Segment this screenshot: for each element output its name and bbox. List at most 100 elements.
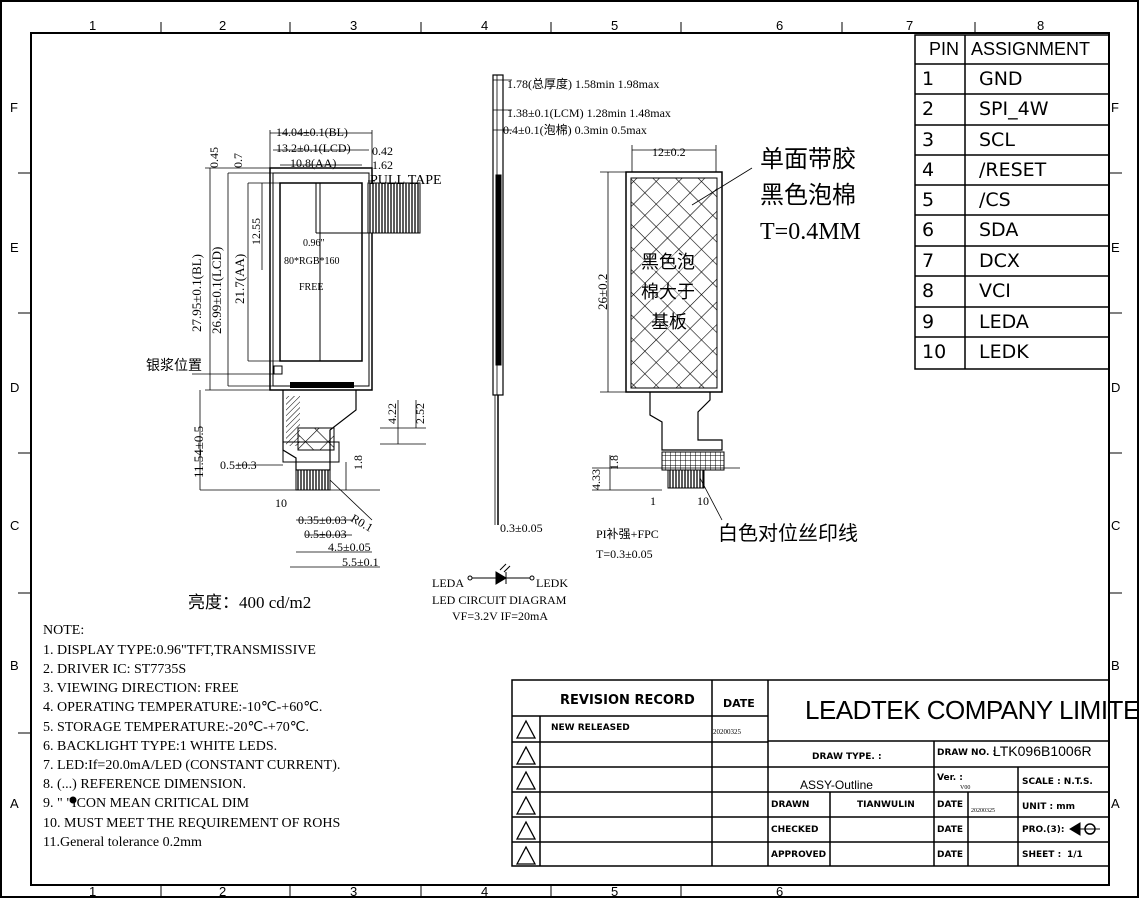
- drawn-date-value: 20200325: [971, 808, 995, 814]
- pro-label: PRO.(3):: [1022, 825, 1065, 835]
- col-label-bottom-1: 1: [89, 884, 97, 899]
- dim-07: 0.7: [231, 153, 245, 168]
- note-item: 4. OPERATING TEMPERATURE:-10℃-+60℃.: [43, 700, 323, 715]
- new-released-label: NEW RELEASED: [551, 723, 630, 733]
- pin-number: 10: [922, 341, 947, 363]
- tape-label-line1: 单面带胶: [760, 147, 856, 173]
- row-label-a: A: [10, 796, 19, 811]
- drawn-date-label: DATE: [937, 800, 964, 810]
- row-label-d: D: [10, 380, 20, 395]
- back-dim-18: 1.8: [607, 455, 621, 470]
- col-label-4: 4: [481, 18, 489, 33]
- pin-number: 1: [922, 68, 935, 90]
- lcm-thickness: 1.38±0.1(LCM) 1.28min 1.48max: [507, 106, 671, 120]
- back-dim-433: 4.33: [589, 469, 603, 490]
- dim-162: 1.62: [372, 158, 393, 172]
- pin-name: LEDA: [979, 311, 1029, 333]
- pin-number: 3: [922, 129, 935, 151]
- pin-number: 8: [922, 280, 935, 302]
- panel-size-label: 0.96": [303, 238, 325, 249]
- projection-symbol: [1069, 822, 1100, 836]
- approved-label: APPROVED: [771, 850, 827, 860]
- sheet-value: 1/1: [1067, 850, 1083, 860]
- led-diode-symbol: [467, 563, 535, 585]
- checked-date-label: DATE: [937, 825, 964, 835]
- col-label-1: 1: [89, 18, 97, 33]
- foam-thickness: 0.4±0.1(泡棉) 0.3min 0.5max: [503, 123, 647, 137]
- draw-type-value: ASSY-Outline: [800, 778, 873, 792]
- dim-lcd-height: 26.99±0.1(LCD): [209, 246, 224, 334]
- date-header: DATE: [723, 697, 755, 710]
- col-label-bottom-4: 4: [481, 884, 489, 899]
- critical-dim-icon: [69, 796, 77, 804]
- row-label-a-right: A: [1111, 796, 1120, 811]
- col-label-8: 8: [1037, 18, 1045, 33]
- back-dim-width: 12±0.2: [652, 145, 686, 159]
- scale-label: SCALE : N.T.S.: [1022, 777, 1093, 787]
- pin-number: 2: [922, 98, 935, 120]
- back-pin1-label: 1: [650, 494, 656, 508]
- checked-label: CHECKED: [771, 825, 819, 835]
- dim-422: 4.22: [385, 403, 399, 424]
- note-item: 8. (...) REFERENCE DIMENSION.: [43, 777, 246, 792]
- note-item: 3. VIEWING DIRECTION: FREE: [43, 681, 239, 696]
- note-item: 2. DRIVER IC: ST7735S: [43, 662, 187, 677]
- note-item: 9. " "ICON MEAN CRITICAL DIM: [43, 796, 250, 811]
- brightness-label: 亮度：400 cd/m2: [188, 593, 312, 612]
- note-item: 11.General tolerance 0.2mm: [43, 835, 202, 850]
- dim-55: 5.5±0.1: [342, 555, 379, 569]
- side-view-geometry: [492, 74, 512, 525]
- pin-name: LEDK: [979, 341, 1029, 363]
- pin-row: 5/CS: [915, 185, 1109, 215]
- stiffener-thickness: T=0.3±0.05: [596, 547, 653, 561]
- row-label-c-right: C: [1111, 518, 1121, 533]
- col-label-bottom-3: 3: [350, 884, 358, 899]
- pin-table-grid: [914, 34, 1110, 370]
- new-released-date: 20200325: [713, 728, 741, 736]
- ledk-label: LEDK: [536, 576, 568, 590]
- revision-triangles: [515, 719, 537, 865]
- dim-035: 0.35±0.03: [298, 513, 347, 527]
- tape-label-line2: 黑色泡棉: [760, 183, 856, 209]
- dim-05-003: 0.5±0.03: [304, 527, 347, 541]
- dim-05-03: 0.5±0.3: [220, 458, 257, 472]
- pin-row: 9 LEDA: [915, 307, 1109, 337]
- back-view-geometry: [592, 145, 753, 521]
- pin-table-header-assignment: ASSIGNMENT: [971, 40, 1091, 58]
- dim-18-front: 1.8: [351, 455, 365, 470]
- foam-text-line2: 棉大于: [641, 282, 695, 302]
- col-label-bottom-2: 2: [219, 884, 227, 899]
- dim-bl-width: 14.04±0.1(BL): [276, 125, 348, 139]
- draw-no-label: DRAW NO. :: [937, 748, 997, 758]
- col-label-3: 3: [350, 18, 358, 33]
- note-item: 1. DISPLAY TYPE:0.96"TFT,TRANSMISSIVE: [43, 643, 316, 658]
- draw-no-value: LTK096B1006R: [993, 743, 1092, 759]
- dim-aa-width: 10.8(AA): [290, 156, 337, 170]
- row-label-b: B: [10, 658, 19, 673]
- pin-name: SCL: [979, 129, 1015, 151]
- pin-name: GND: [979, 68, 1023, 90]
- panel-free-label: FREE: [299, 282, 324, 293]
- notes-heading: NOTE:: [43, 623, 85, 638]
- pin-row: 10 LEDK: [915, 337, 1109, 367]
- title-block-grid: [511, 679, 1110, 867]
- silk-line-label: 白色对位丝印线: [718, 523, 858, 545]
- revision-record-header: REVISION RECORD: [560, 693, 695, 708]
- drawn-label: DRAWN: [771, 800, 810, 810]
- pin-number: 6: [922, 219, 935, 241]
- col-label-6: 6: [776, 18, 784, 33]
- col-label-5: 5: [611, 18, 619, 33]
- pin-table-header-pin: PIN: [929, 39, 960, 59]
- sheet-label: SHEET :: [1022, 850, 1062, 860]
- stiffener-label: PI补强+FPC: [596, 527, 659, 541]
- col-label-bottom-6: 6: [776, 884, 784, 899]
- pin-row: 1 GND: [915, 64, 1109, 94]
- led-circuit-params: VF=3.2V IF=20mA: [452, 609, 548, 623]
- dim-042: 0.42: [372, 144, 393, 158]
- pin-row: 4/RESET: [915, 155, 1109, 185]
- pin-number: 9: [922, 311, 935, 333]
